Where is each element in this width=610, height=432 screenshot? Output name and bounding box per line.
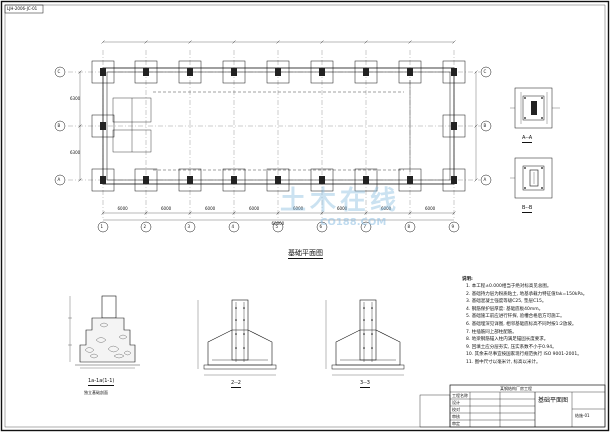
dim-bay: 6000 [117,206,128,211]
notes-heading: 说明: [462,277,473,282]
grid-bubble-row-right-A: A [483,177,487,182]
dim-side: 6300 [70,96,81,101]
dim-bay: 6000 [293,206,304,211]
detail-1a-1a [68,295,140,369]
grid-bubble-col-7: 7 [363,224,367,229]
dim-bay: 6000 [381,206,392,211]
note-item: 11. 图中尺寸以毫米计, 标高以米计。 [466,360,541,365]
section-a-title: A--A [522,135,533,143]
plan-title: 基础平面图 [288,249,323,259]
dim-bay: 6000 [249,206,260,211]
note-item: 7. 柱插筋同上部柱配筋。 [466,329,517,335]
note-item: 2. 基础持力层为粉质粘土, 地基承载力特征值fak=150kPa。 [466,291,588,297]
section-b-title: B--B [522,205,533,213]
grid-bubble-row-right-B: B [483,123,487,128]
detail-3-3 [325,299,405,376]
grid-bubble-row-B: B [57,123,61,128]
dim-bay: 6000 [205,206,216,211]
grid-bubble-col-6: 6 [319,224,323,229]
title-block-row-label: 校对 [452,407,460,412]
note-item: 4. 钢筋保护层厚度: 基础底板40mm。 [466,306,544,312]
note-item: 8. 地梁钢筋锚入柱内满足锚固长度要求。 [466,337,549,343]
grid-bubble-row-A: A [57,177,61,182]
note-item: 1. 本工程±0.000相当于绝对标高见总图。 [466,284,552,289]
grid-bubble-col-1: 1 [100,224,104,229]
note-item: 3. 基础混凝土强度等级C25, 垫层C15。 [466,299,547,305]
detail-3-title: 3--3 [360,380,370,388]
grid-bubble-col-9: 9 [451,224,455,229]
title-block-drawing-name: 基础平面图 [538,397,569,404]
inner-frame [4,4,606,428]
title-block-project: 某钢结构厂房工程 [500,386,532,391]
note-item: 6. 基础埋深见详图, 相邻基础底标高不同时按1:2放坡。 [466,322,577,327]
foundation-plan [54,40,492,233]
dim-side: 6300 [70,150,81,155]
dim-total: 60000 [271,221,285,226]
grid-bubble-row-right-C: C [483,69,487,74]
dim-bay: 6000 [337,206,348,211]
detail-2-title: 2--2 [231,380,241,388]
drawing-code-box [4,4,44,14]
drawing-code: LJH-2006-JC-01 [7,6,38,11]
grid-bubble-col-5: 5 [275,224,279,229]
detail-2-2 [197,299,277,376]
grid-bubble-col-3: 3 [187,224,191,229]
title-block-row-label: 设计 [452,400,460,405]
grid-bubble-col-2: 2 [143,224,147,229]
section-b-b [510,157,553,199]
title-block-row-label: 工程名称 [452,393,468,398]
note-item: 9. 回填土应分层夯实, 压实系数不小于0.94。 [466,344,557,350]
title-block [419,384,606,428]
detail-1-title: 1a-1a(1-1) [88,378,115,386]
title-block-row-label: 审核 [452,414,460,419]
grid-bubble-col-4: 4 [231,224,235,229]
dim-bay: 6000 [425,206,436,211]
title-block-row-label: 审定 [452,421,460,426]
section-a-a [510,87,560,129]
title-block-sheet-no: 结施-01 [575,413,590,418]
grid-bubble-col-8: 8 [407,224,411,229]
note-item: 10. 其余未尽事宜按国家现行规范执行 ISO 9001-2001。 [466,352,582,358]
dim-bay: 6000 [161,206,172,211]
note-item: 5. 基础施工前应进行钎探, 验槽合格后方可施工。 [466,314,565,320]
detail-1-caption: 独立基础剖面 [84,390,108,395]
grid-bubble-row-C: C [57,69,61,74]
